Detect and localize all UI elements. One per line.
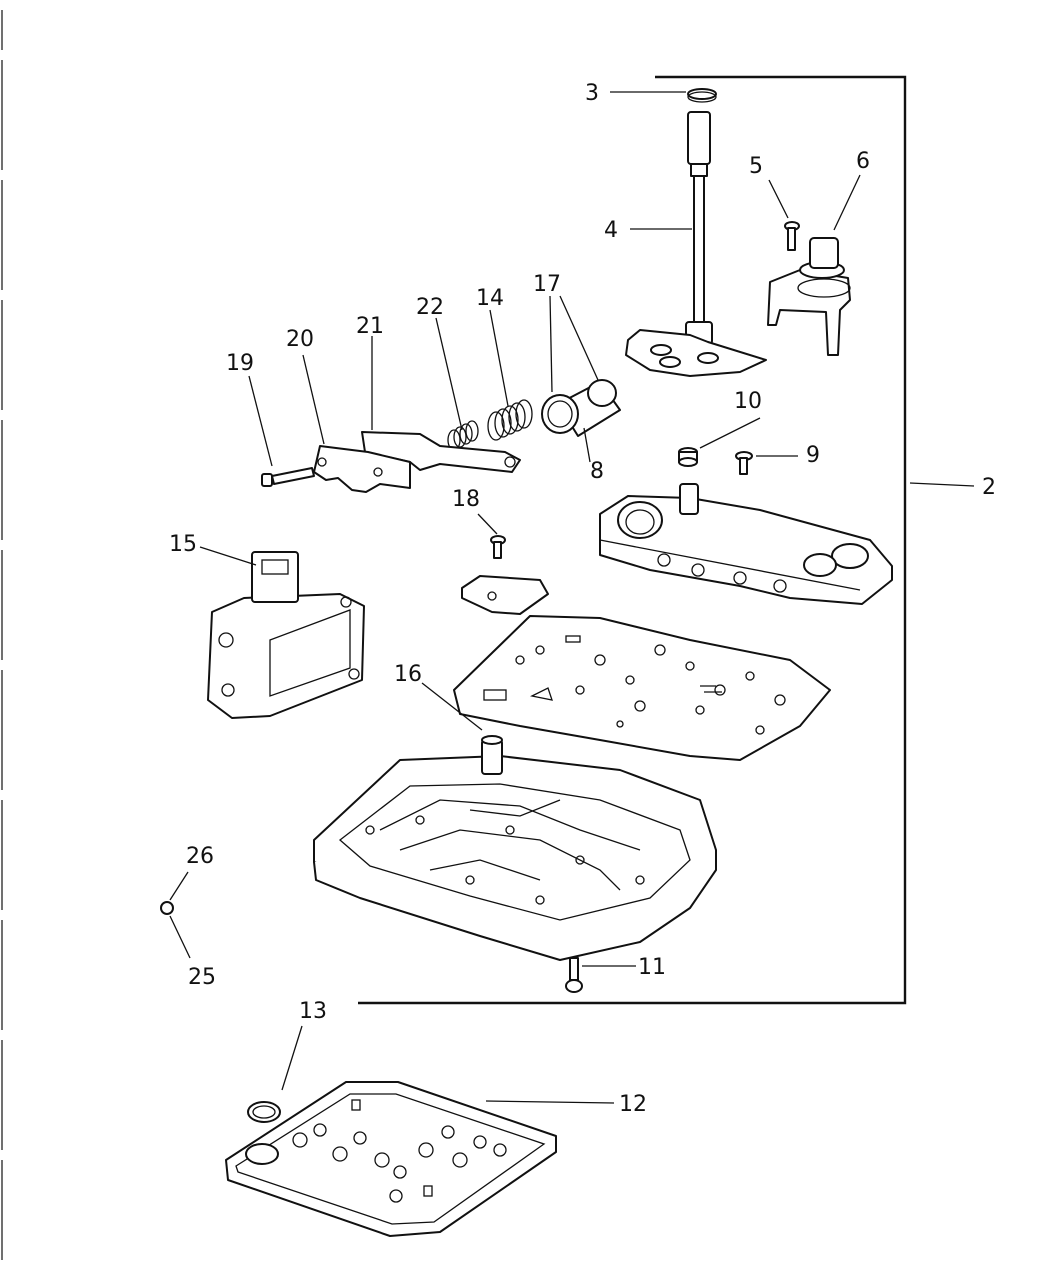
part-20-bracket — [313, 445, 411, 493]
callout-11: 11 — [638, 955, 666, 980]
leader-lines — [169, 91, 975, 1104]
callout-6: 6 — [856, 149, 870, 174]
callout-25: 25 — [188, 965, 216, 990]
callout-4: 4 — [604, 218, 618, 243]
callout-5: 5 — [749, 154, 763, 179]
callout-9: 9 — [806, 443, 820, 468]
part-12-oil-filter — [225, 1081, 557, 1237]
assembly-bracket-frame — [358, 75, 907, 1005]
callout-13: 13 — [299, 999, 327, 1024]
callout-22: 22 — [416, 295, 444, 320]
callout-20: 20 — [286, 327, 314, 352]
part-2-valve-body — [599, 483, 893, 605]
part-10-plug — [678, 447, 698, 467]
part-18-screw — [490, 535, 506, 559]
part-14-spring — [487, 399, 533, 441]
callout-8: 8 — [590, 459, 604, 484]
part-15-solenoid-pack — [207, 551, 365, 719]
callout-18: 18 — [452, 487, 480, 512]
part-16-lower-valve-body — [313, 735, 717, 961]
check-ball-retainer — [461, 575, 549, 615]
separator-plate — [453, 615, 831, 761]
part-17-sleeve — [541, 379, 621, 437]
part-9-screw — [735, 451, 753, 475]
part-3-seal-ring — [687, 88, 717, 103]
part-5-screw — [784, 221, 800, 251]
callout-3: 3 — [585, 81, 599, 106]
callout-19: 19 — [226, 351, 254, 376]
callout-16: 16 — [394, 662, 422, 687]
callout-17: 17 — [533, 272, 561, 297]
part-4-manual-shaft — [625, 111, 767, 377]
part-13-o-ring — [247, 1101, 281, 1123]
callout-21: 21 — [356, 314, 384, 339]
callout-14: 14 — [476, 286, 504, 311]
callout-12: 12 — [619, 1092, 647, 1117]
part-6-sensor — [767, 237, 851, 356]
part-19-bolt — [261, 467, 315, 487]
callout-labels: 2 3 4 5 6 8 9 10 11 12 13 14 15 16 17 18… — [169, 81, 996, 1117]
callout-2: 2 — [982, 475, 996, 500]
callout-15: 15 — [169, 532, 197, 557]
part-11-bolt — [565, 957, 583, 993]
callout-10: 10 — [734, 389, 762, 414]
part-26-plug — [160, 901, 174, 915]
part-22-spring — [447, 420, 479, 451]
callout-26: 26 — [186, 844, 214, 869]
